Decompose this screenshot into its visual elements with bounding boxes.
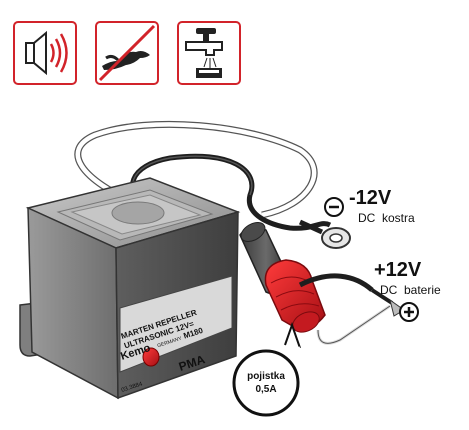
waterproof-tap-icon bbox=[177, 21, 241, 85]
white-cable bbox=[74, 120, 318, 219]
fuse-label-line2: 0,5A bbox=[255, 384, 277, 395]
plus-symbol-icon bbox=[399, 302, 419, 322]
plus-dc-label: DC bbox=[380, 283, 398, 297]
fuse-label-line1: pojistka bbox=[247, 371, 285, 382]
fuse-holder bbox=[239, 222, 326, 333]
minus-symbol-icon bbox=[324, 197, 344, 217]
plus-wire bbox=[298, 273, 405, 345]
plus-desc-label: baterie bbox=[404, 283, 441, 297]
fuse-callout bbox=[232, 321, 301, 417]
minus-dc-label: DC bbox=[358, 211, 376, 225]
speaker-sound-icon bbox=[13, 21, 77, 85]
minus-desc-label: kostra bbox=[382, 211, 415, 225]
minus-voltage-label: -12V bbox=[349, 187, 392, 209]
fuse-label: pojistka 0,5A bbox=[236, 370, 296, 396]
ring-terminal bbox=[298, 219, 351, 249]
plus-voltage-label: +12V bbox=[374, 259, 422, 281]
repeller-device bbox=[19, 177, 241, 400]
no-marten-icon bbox=[95, 21, 159, 85]
